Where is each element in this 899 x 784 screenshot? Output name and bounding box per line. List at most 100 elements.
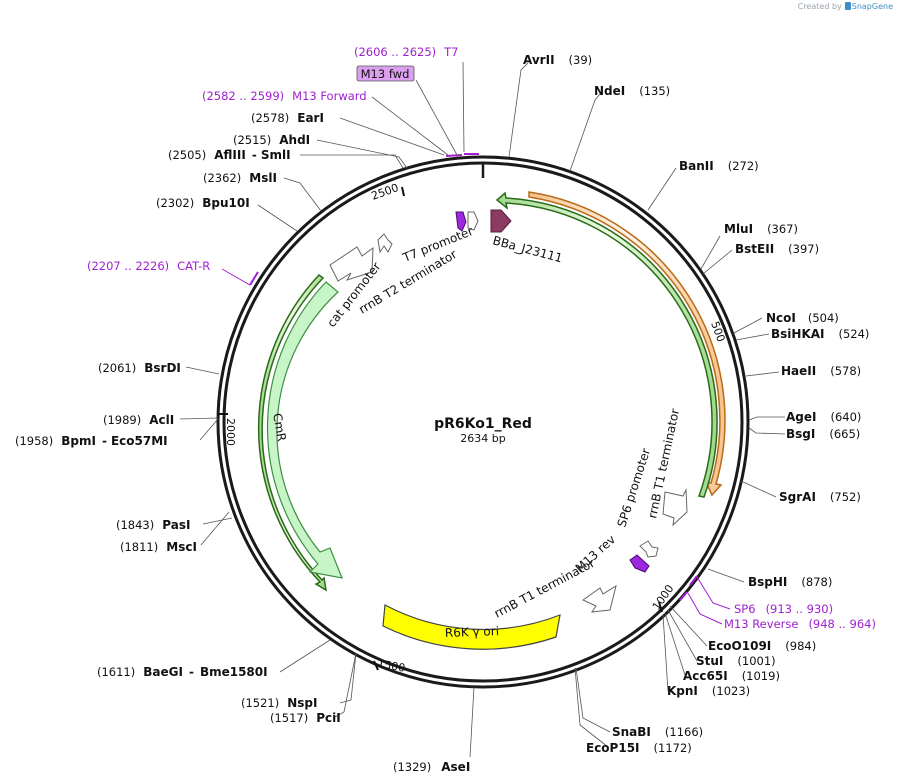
enzyme-pos: (1517)	[270, 711, 308, 725]
credit-prefix: Created by	[797, 2, 842, 11]
enzyme-name[interactable]: AhdI	[279, 133, 310, 147]
label-cmr: CmR	[270, 412, 289, 442]
svg-text:(2302)Bpu10I: (2302)Bpu10I	[156, 196, 250, 210]
svg-text:(2061)BsrDI: (2061)BsrDI	[98, 361, 181, 375]
cmr-feature-arrow[interactable]	[266, 281, 343, 579]
enzyme-name[interactable]: BspHI	[748, 575, 787, 589]
enzyme-name[interactable]: AseI	[441, 760, 470, 774]
enzyme-name[interactable]: KpnI	[667, 684, 698, 698]
enzyme-name[interactable]: HaeII	[781, 364, 816, 378]
enzyme-name[interactable]: NspI	[287, 696, 317, 710]
svg-text:EcoO109I(984): EcoO109I(984)	[708, 639, 816, 653]
enzyme-name[interactable]: BstEII	[735, 242, 774, 256]
enzyme-name[interactable]: MslI	[249, 171, 277, 185]
svg-text:StuI(1001): StuI(1001)	[696, 654, 776, 668]
svg-text:(1843)PasI: (1843)PasI	[116, 518, 190, 532]
m13-fwd-label-box[interactable]	[356, 65, 415, 82]
primer-name[interactable]: CAT-R	[177, 259, 210, 273]
tick-2500: 2500	[370, 181, 401, 203]
primer-range: (2606 .. 2625)	[354, 45, 436, 59]
t7-promoter-arrow[interactable]	[467, 211, 479, 231]
enzyme-name[interactable]: SgrAI	[779, 490, 816, 504]
enzyme-name[interactable]: PciI	[316, 711, 341, 725]
label-m13-fwd: M13 fwd	[361, 67, 410, 81]
svg-text:BstEII(397): BstEII(397)	[735, 242, 819, 256]
enzyme-name[interactable]: StuI	[696, 654, 723, 668]
enzyme-name[interactable]: AflIII	[214, 148, 246, 162]
m13-rev-arrow[interactable]	[629, 554, 650, 573]
rrnb-t1-arrow-lower[interactable]	[582, 584, 617, 613]
svg-text:SgrAI(752): SgrAI(752)	[779, 490, 861, 504]
enzyme-leaders	[179, 61, 786, 758]
enzyme-name[interactable]: EcoP15I	[586, 741, 640, 755]
enzyme-pos: (1023)	[712, 684, 750, 698]
m13-fwd-arrow[interactable]	[455, 211, 467, 232]
enzyme-name[interactable]: BsrDI	[144, 361, 181, 375]
green-feature-arrow-left[interactable]	[257, 273, 328, 592]
svg-text:BspHI(878): BspHI(878)	[748, 575, 832, 589]
enzyme-pos: (1166)	[665, 725, 703, 739]
enzyme-name-2[interactable]: Bme1580I	[200, 665, 268, 679]
enzyme-name[interactable]: AgeI	[786, 410, 816, 424]
enzyme-name[interactable]: Acc65I	[683, 669, 728, 683]
sp6-promoter-arrow[interactable]	[639, 540, 659, 558]
enzyme-dash: -	[102, 434, 107, 448]
enzyme-name[interactable]: MscI	[166, 540, 197, 554]
enzyme-name[interactable]: NdeI	[594, 84, 625, 98]
enzyme-name[interactable]: Bpu10I	[202, 196, 249, 210]
enzyme-name[interactable]: AclI	[149, 413, 174, 427]
svg-text:KpnI(1023): KpnI (1023)	[667, 684, 750, 698]
svg-text:(1811)MscI: (1811) MscI	[120, 540, 197, 554]
enzyme-labels: AvrII(39) NdeI(135) BanII(272) MluI(367)…	[15, 53, 869, 774]
r6k-ori-feature[interactable]	[382, 604, 561, 650]
plasmid-name: pR6Ko1_Red	[434, 416, 532, 432]
orange-feature-arrow[interactable]	[528, 191, 726, 497]
enzyme-name[interactable]: SnaBI	[612, 725, 651, 739]
svg-text:(2505)AflIII-SmlI: (2505)AflIII-SmlI	[168, 148, 291, 162]
enzyme-pos: (1019)	[742, 669, 780, 683]
enzyme-pos: (1329)	[393, 760, 431, 774]
svg-text:(2362)MslI: (2362)MslI	[203, 171, 277, 185]
enzyme-pos: (2515)	[233, 133, 271, 147]
rrnb-t1-arrow-right[interactable]	[662, 488, 688, 527]
enzyme-name[interactable]: PasI	[162, 518, 190, 532]
enzyme-pos: (135)	[639, 84, 670, 98]
enzyme-pos: (39)	[569, 53, 593, 67]
enzyme-name[interactable]: MluI	[724, 222, 753, 236]
enzyme-pos: (640)	[830, 410, 861, 424]
primer-name[interactable]: M13 Forward	[292, 89, 366, 103]
green-feature-arrow[interactable]	[495, 191, 718, 498]
svg-text:SnaBI(1166): SnaBI (1166)	[612, 725, 703, 739]
svg-text:(2578)EarI: (2578)EarI	[251, 111, 324, 125]
svg-text:NcoI(504): NcoI (504)	[766, 311, 839, 325]
enzyme-pos: (1989)	[103, 413, 141, 427]
enzyme-pos: (504)	[808, 311, 839, 325]
enzyme-dash: -	[189, 665, 194, 679]
enzyme-name-2[interactable]: Eco57MI	[111, 434, 168, 448]
enzyme-name[interactable]: EcoO109I	[708, 639, 771, 653]
rrnb-t2-arrow[interactable]	[377, 233, 393, 254]
enzyme-pos: (1811)	[120, 540, 158, 554]
primer-range: (948 .. 964)	[808, 617, 876, 631]
cat-promoter-arrow[interactable]	[329, 246, 374, 282]
enzyme-name[interactable]: NcoI	[766, 311, 796, 325]
primer-name[interactable]: T7	[443, 45, 458, 59]
enzyme-name[interactable]: AvrII	[523, 53, 555, 67]
enzyme-name[interactable]: BpmI	[61, 434, 96, 448]
tick-mark-2500	[401, 186, 405, 197]
enzyme-name[interactable]: BsiHKAI	[771, 327, 825, 341]
primer-name[interactable]: M13 Reverse	[724, 617, 798, 631]
enzyme-name[interactable]: BaeGI	[143, 665, 183, 679]
svg-text:MluI(367): MluI(367)	[724, 222, 798, 236]
enzyme-name-2[interactable]: SmlI	[261, 148, 291, 162]
enzyme-name[interactable]: BsgI	[786, 427, 815, 441]
label-r6k-ori: R6K γ ori	[445, 624, 500, 640]
enzyme-name[interactable]: EarI	[297, 111, 324, 125]
bba-j23111-arrow[interactable]	[490, 209, 512, 233]
snapgene-logo-icon	[844, 2, 851, 10]
enzyme-name[interactable]: BanII	[679, 159, 714, 173]
primer-range: (2582 .. 2599)	[202, 89, 284, 103]
primer-name[interactable]: SP6	[734, 602, 756, 616]
